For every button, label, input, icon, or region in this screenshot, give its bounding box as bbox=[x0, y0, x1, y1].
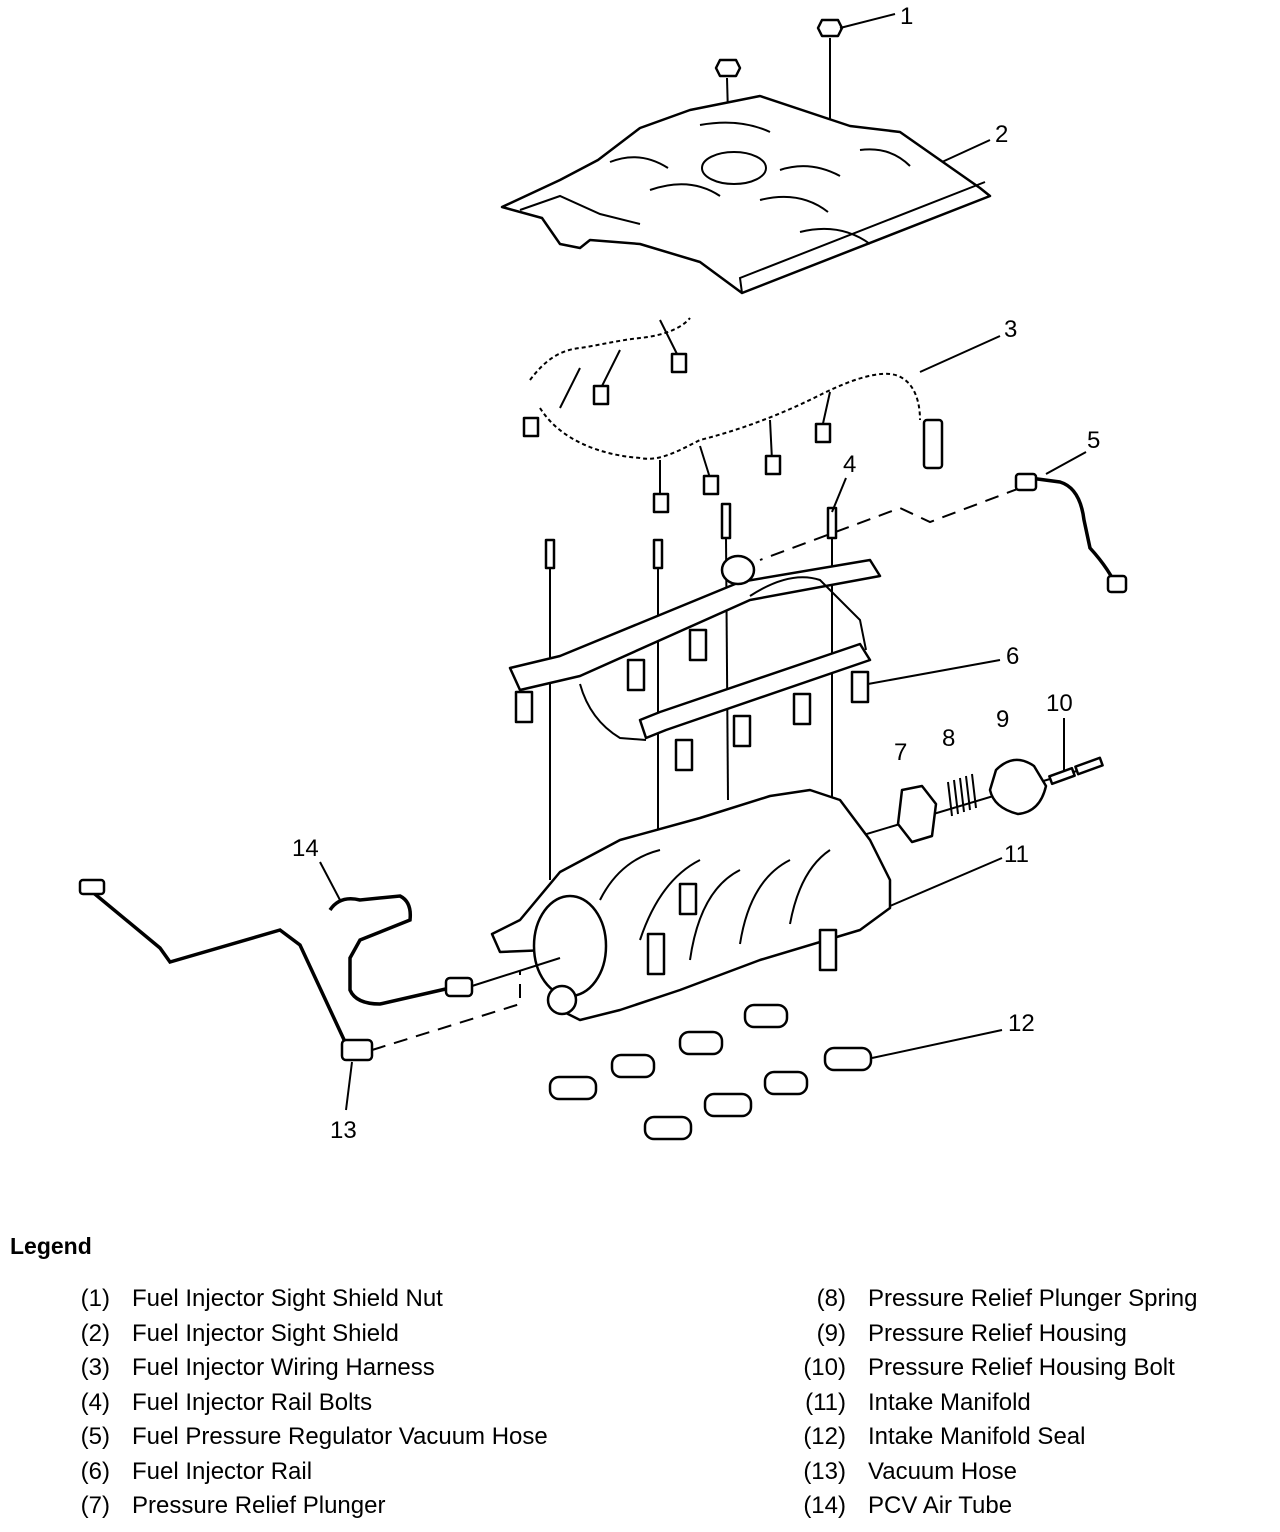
exploded-parts-diagram: 1 2 3 4 5 6 7 8 9 10 11 12 13 14 bbox=[78, 3, 1128, 1144]
callout-14: 14 bbox=[292, 835, 319, 862]
legend-label: Pressure Relief Housing bbox=[868, 1319, 1127, 1347]
legend-item: (1) Fuel Injector Sight Shield Nut bbox=[60, 1282, 548, 1317]
legend-label: Pressure Relief Housing Bolt bbox=[868, 1354, 1175, 1381]
callout-12: 12 bbox=[1008, 1010, 1035, 1037]
legend-number: (9) bbox=[816, 1319, 846, 1347]
injector-wiring-harness bbox=[522, 317, 944, 514]
legend-number: (8) bbox=[816, 1285, 846, 1312]
legend-label: Pressure Relief Plunger bbox=[132, 1492, 386, 1519]
legend-label: Fuel Injector Rail bbox=[132, 1457, 313, 1485]
legend-item: (4) Fuel Injector Rail Bolts bbox=[60, 1386, 548, 1421]
legend-number: (7) bbox=[80, 1492, 110, 1519]
legend-item: (7) Pressure Relief Plunger bbox=[60, 1489, 548, 1524]
legend-number: (10) bbox=[803, 1354, 846, 1381]
legend-label: PCV Air Tube bbox=[868, 1492, 1013, 1519]
callout-3: 3 bbox=[1004, 316, 1017, 343]
legend-title: Legend bbox=[10, 1233, 92, 1259]
legend-number: (11) bbox=[805, 1388, 846, 1416]
callout-8: 8 bbox=[942, 725, 955, 752]
legend-label: Fuel Injector Sight Shield bbox=[132, 1319, 399, 1347]
legend-number: (2) bbox=[80, 1319, 110, 1347]
legend-number: (14) bbox=[803, 1492, 846, 1519]
legend-item: (14) PCV Air Tube bbox=[780, 1489, 1198, 1524]
legend-item: (5) Fuel Pressure Regulator Vacuum Hose bbox=[60, 1420, 548, 1455]
legend-label: Fuel Injector Wiring Harness bbox=[132, 1354, 435, 1381]
pcv-air-tube bbox=[328, 894, 561, 1006]
regulator-vacuum-hose bbox=[759, 472, 1128, 594]
legend-label: Intake Manifold Seal bbox=[868, 1423, 1086, 1450]
pressure-relief-assembly bbox=[819, 756, 1104, 849]
legend-number: (12) bbox=[803, 1423, 846, 1450]
legend-label: Intake Manifold bbox=[868, 1388, 1031, 1416]
legend-number: (13) bbox=[803, 1457, 846, 1485]
legend-number: (5) bbox=[80, 1423, 110, 1450]
legend-number: (3) bbox=[80, 1354, 110, 1381]
legend-item: (2) Fuel Injector Sight Shield bbox=[60, 1317, 548, 1352]
legend-label: Pressure Relief Plunger Spring bbox=[868, 1285, 1198, 1312]
legend-item: (12) Intake Manifold Seal bbox=[780, 1420, 1198, 1455]
legend-number: (4) bbox=[80, 1388, 110, 1416]
callout-numbers: 1 2 3 4 5 6 7 8 9 10 11 12 13 14 bbox=[292, 3, 1100, 1144]
callout-7: 7 bbox=[894, 739, 907, 766]
legend-item: (11) Intake Manifold bbox=[780, 1386, 1198, 1421]
legend-item: (3) Fuel Injector Wiring Harness bbox=[60, 1351, 548, 1386]
sight-shield bbox=[500, 94, 992, 295]
legend-item: (10) Pressure Relief Housing Bolt bbox=[780, 1351, 1198, 1386]
legend-left-column: (1) Fuel Injector Sight Shield Nut (2) Fue… bbox=[60, 1282, 548, 1524]
legend-number: (1) bbox=[80, 1285, 110, 1312]
callout-6: 6 bbox=[1006, 643, 1019, 670]
legend-item: (9) Pressure Relief Housing bbox=[780, 1317, 1198, 1352]
legend-item: (13) Vacuum Hose bbox=[780, 1455, 1198, 1490]
relief-spring bbox=[947, 773, 977, 817]
injector-rail bbox=[508, 554, 882, 772]
legend-item: (6) Fuel Injector Rail bbox=[60, 1455, 548, 1490]
intake-manifold-seals bbox=[548, 1003, 873, 1141]
callout-4: 4 bbox=[843, 451, 856, 478]
intake-manifold bbox=[490, 788, 892, 1022]
callout-2: 2 bbox=[995, 121, 1008, 148]
legend-item: (8) Pressure Relief Plunger Spring bbox=[780, 1282, 1198, 1317]
callout-13: 13 bbox=[330, 1117, 357, 1144]
legend-label: Fuel Injector Sight Shield Nut bbox=[132, 1285, 443, 1312]
leader-lines bbox=[319, 13, 1087, 1111]
callout-9: 9 bbox=[996, 706, 1009, 733]
callout-11: 11 bbox=[1004, 841, 1029, 868]
callout-5: 5 bbox=[1087, 427, 1100, 454]
legend-right-column: (8) Pressure Relief Plunger Spring (9) Pre… bbox=[780, 1282, 1198, 1524]
callout-10: 10 bbox=[1046, 690, 1073, 717]
legend-label: Fuel Pressure Regulator Vacuum Hose bbox=[132, 1423, 548, 1450]
vacuum-hose bbox=[78, 878, 521, 1062]
legend-number: (6) bbox=[80, 1457, 110, 1485]
callout-1: 1 bbox=[900, 3, 913, 30]
legend-label: Fuel Injector Rail Bolts bbox=[132, 1388, 373, 1416]
legend-label: Vacuum Hose bbox=[868, 1457, 1017, 1485]
